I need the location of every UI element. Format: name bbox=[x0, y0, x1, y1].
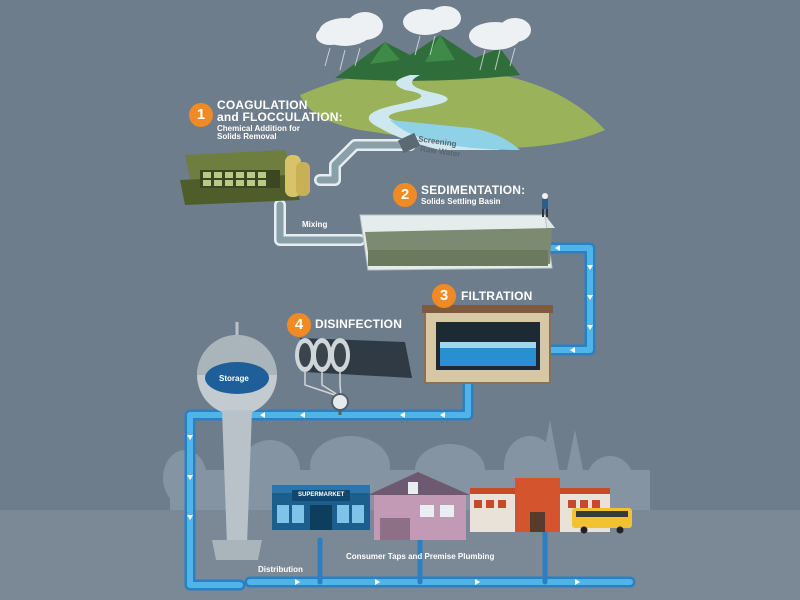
step-2-title: SEDIMENTATION: bbox=[421, 183, 526, 197]
school-bus bbox=[572, 508, 632, 534]
mixing-label: Mixing bbox=[302, 220, 328, 229]
filtration-building bbox=[422, 305, 553, 384]
supermarket-building bbox=[272, 485, 370, 530]
disinfection-tanks bbox=[295, 338, 412, 415]
mountain-landscape bbox=[300, 6, 605, 150]
step-4-badge: 4 bbox=[287, 313, 311, 337]
step-3-badge: 3 bbox=[432, 284, 456, 308]
screening-grate bbox=[397, 132, 421, 154]
step-3-title: FILTRATION bbox=[461, 289, 533, 303]
supermarket-sign: SUPERMARKET bbox=[298, 492, 345, 498]
coagulation-building bbox=[180, 150, 310, 205]
storage-tower bbox=[197, 322, 277, 560]
step-2-subtitle: Solids Settling Basin bbox=[421, 197, 501, 206]
step-4-title: DISINFECTION bbox=[315, 317, 403, 331]
step-1-title-line1: COAGULATION bbox=[217, 98, 308, 112]
step-1-title-line2: and FLOCCULATION: bbox=[217, 110, 343, 124]
step-2-badge: 2 bbox=[393, 183, 417, 207]
consumer-taps-label: Consumer Taps and Premise Plumbing bbox=[346, 552, 495, 561]
step-1-subtitle-line1: Chemical Addition for bbox=[217, 124, 300, 133]
sedimentation-basin bbox=[359, 193, 555, 271]
pipe-network bbox=[184, 139, 636, 591]
step-1-subtitle-line2: Solids Removal bbox=[217, 132, 277, 141]
flow-arrows bbox=[187, 245, 593, 585]
house bbox=[368, 472, 470, 540]
storage-label: Storage bbox=[219, 374, 249, 383]
distribution-label: Distribution bbox=[258, 565, 303, 574]
step-1-badge: 1 bbox=[189, 103, 213, 127]
